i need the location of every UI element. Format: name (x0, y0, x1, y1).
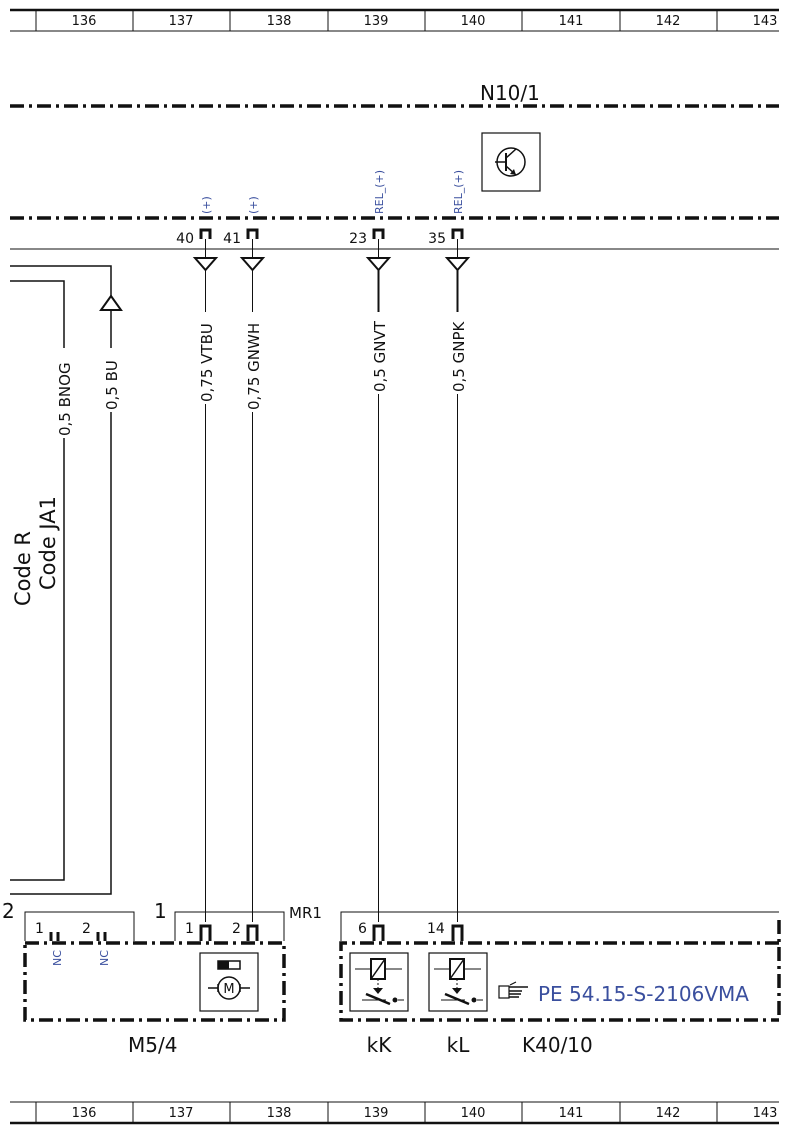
reference-link[interactable]: PE 54.15-S-2106VMA (538, 982, 749, 1006)
wire-vtbu: 0,75 VTBU (192, 239, 219, 922)
pin-tag: NC (98, 950, 111, 966)
pin-23: 23 REL_(+) (349, 170, 386, 247)
pin-number: 2 (82, 921, 91, 937)
relay-icon (349, 952, 409, 1012)
grid-number: 138 (267, 1106, 292, 1121)
module-k40-boundary: PE 54.15-S-2106VMA (339, 920, 781, 1022)
pin-tag: (+) (200, 196, 213, 214)
transistor-icon (481, 132, 541, 192)
grid-number: 141 (559, 14, 584, 29)
grid-number: 143 (753, 1106, 778, 1121)
motor-icon: M (199, 952, 259, 1012)
connector-number: 1 (154, 899, 167, 923)
pin-40: 40 (+) (176, 196, 213, 247)
grid-number: 137 (169, 1106, 194, 1121)
wire-label-bnog: 0,5 BNOG (56, 362, 74, 436)
pin-number: 2 (232, 921, 241, 937)
wire-bnog: 0,5 BNOG (10, 280, 74, 881)
arrow-up-icon (99, 294, 123, 311)
code-label-ja1: Code JA1 (36, 496, 60, 590)
relay-icon (428, 952, 488, 1012)
pin-number: 1 (35, 921, 44, 937)
wire-gnpk: 0,5 GNPK (444, 239, 471, 922)
arrow-down-icon (444, 257, 471, 272)
grid-number: 143 (753, 14, 778, 29)
grid-number: 141 (559, 1106, 584, 1121)
wire-label-bu: 0,5 BU (103, 360, 121, 410)
pin-tag: NC (51, 950, 64, 966)
module-label-m5: M5/4 (128, 1033, 177, 1057)
wire-bu: 0,5 BU (10, 265, 123, 895)
grid-number: 139 (364, 1106, 389, 1121)
pin-41: 41 (+) (223, 196, 260, 247)
pin-number: 23 (349, 231, 367, 247)
pin-number: 6 (358, 921, 367, 937)
grid-header-top: 136 137 138 139 140 141 142 143 (10, 8, 779, 32)
grid-number: 138 (267, 14, 292, 29)
arrow-down-icon (192, 257, 219, 272)
pin-tag: REL_(+) (452, 170, 465, 214)
relay-label-kl: kL (447, 1033, 471, 1057)
pin-number: 40 (176, 231, 194, 247)
module-label-k40: K40/10 (522, 1033, 593, 1057)
pin-number: 35 (428, 231, 446, 247)
wire-label-gnpk: 0,5 GNPK (450, 320, 468, 392)
wire-label-gnvt: 0,5 GNVT (371, 320, 389, 392)
pin-tag: REL_(+) (373, 170, 386, 214)
pin-number: 41 (223, 231, 241, 247)
grid-number: 136 (72, 1106, 97, 1121)
relay-label-kk: kK (367, 1033, 393, 1057)
grid-number: 136 (72, 14, 97, 29)
wire-label-gnwh: 0,75 GNWH (245, 323, 263, 410)
wire-label-vtbu: 0,75 VTBU (198, 323, 216, 402)
grid-number: 142 (656, 1106, 681, 1121)
connector-k: 6 14 (340, 911, 779, 941)
grid-number: 137 (169, 14, 194, 29)
pin-number: 1 (185, 921, 194, 937)
grid-number: 139 (364, 14, 389, 29)
connector-number: 2 (2, 899, 15, 923)
svg-text:M: M (223, 982, 234, 997)
wire-gnwh: 0,75 GNWH (239, 239, 266, 922)
connector-label-mr1: MR1 (289, 904, 322, 922)
pin-35: 35 REL_(+) (428, 170, 465, 247)
pin-number: 14 (427, 921, 445, 937)
grid-number: 140 (461, 1106, 486, 1121)
arrow-down-icon (239, 257, 266, 272)
connector-m: 2 1 1 NC 2 NC 1 2 MR1 (2, 899, 322, 966)
code-label-r: Code R (11, 531, 35, 606)
grid-header-bottom: 136 137 138 139 140 141 142 143 (10, 1101, 779, 1125)
arrow-down-icon (365, 257, 392, 272)
grid-number: 140 (461, 14, 486, 29)
module-n10-boundary: N10/1 (10, 81, 779, 220)
pointing-hand-icon[interactable] (498, 981, 528, 999)
module-label-n10: N10/1 (480, 81, 540, 105)
pin-tag: (+) (247, 196, 260, 214)
wire-gnvt: 0,5 GNVT (365, 239, 392, 922)
module-m5-boundary: M (23, 941, 286, 1022)
grid-number: 142 (656, 14, 681, 29)
